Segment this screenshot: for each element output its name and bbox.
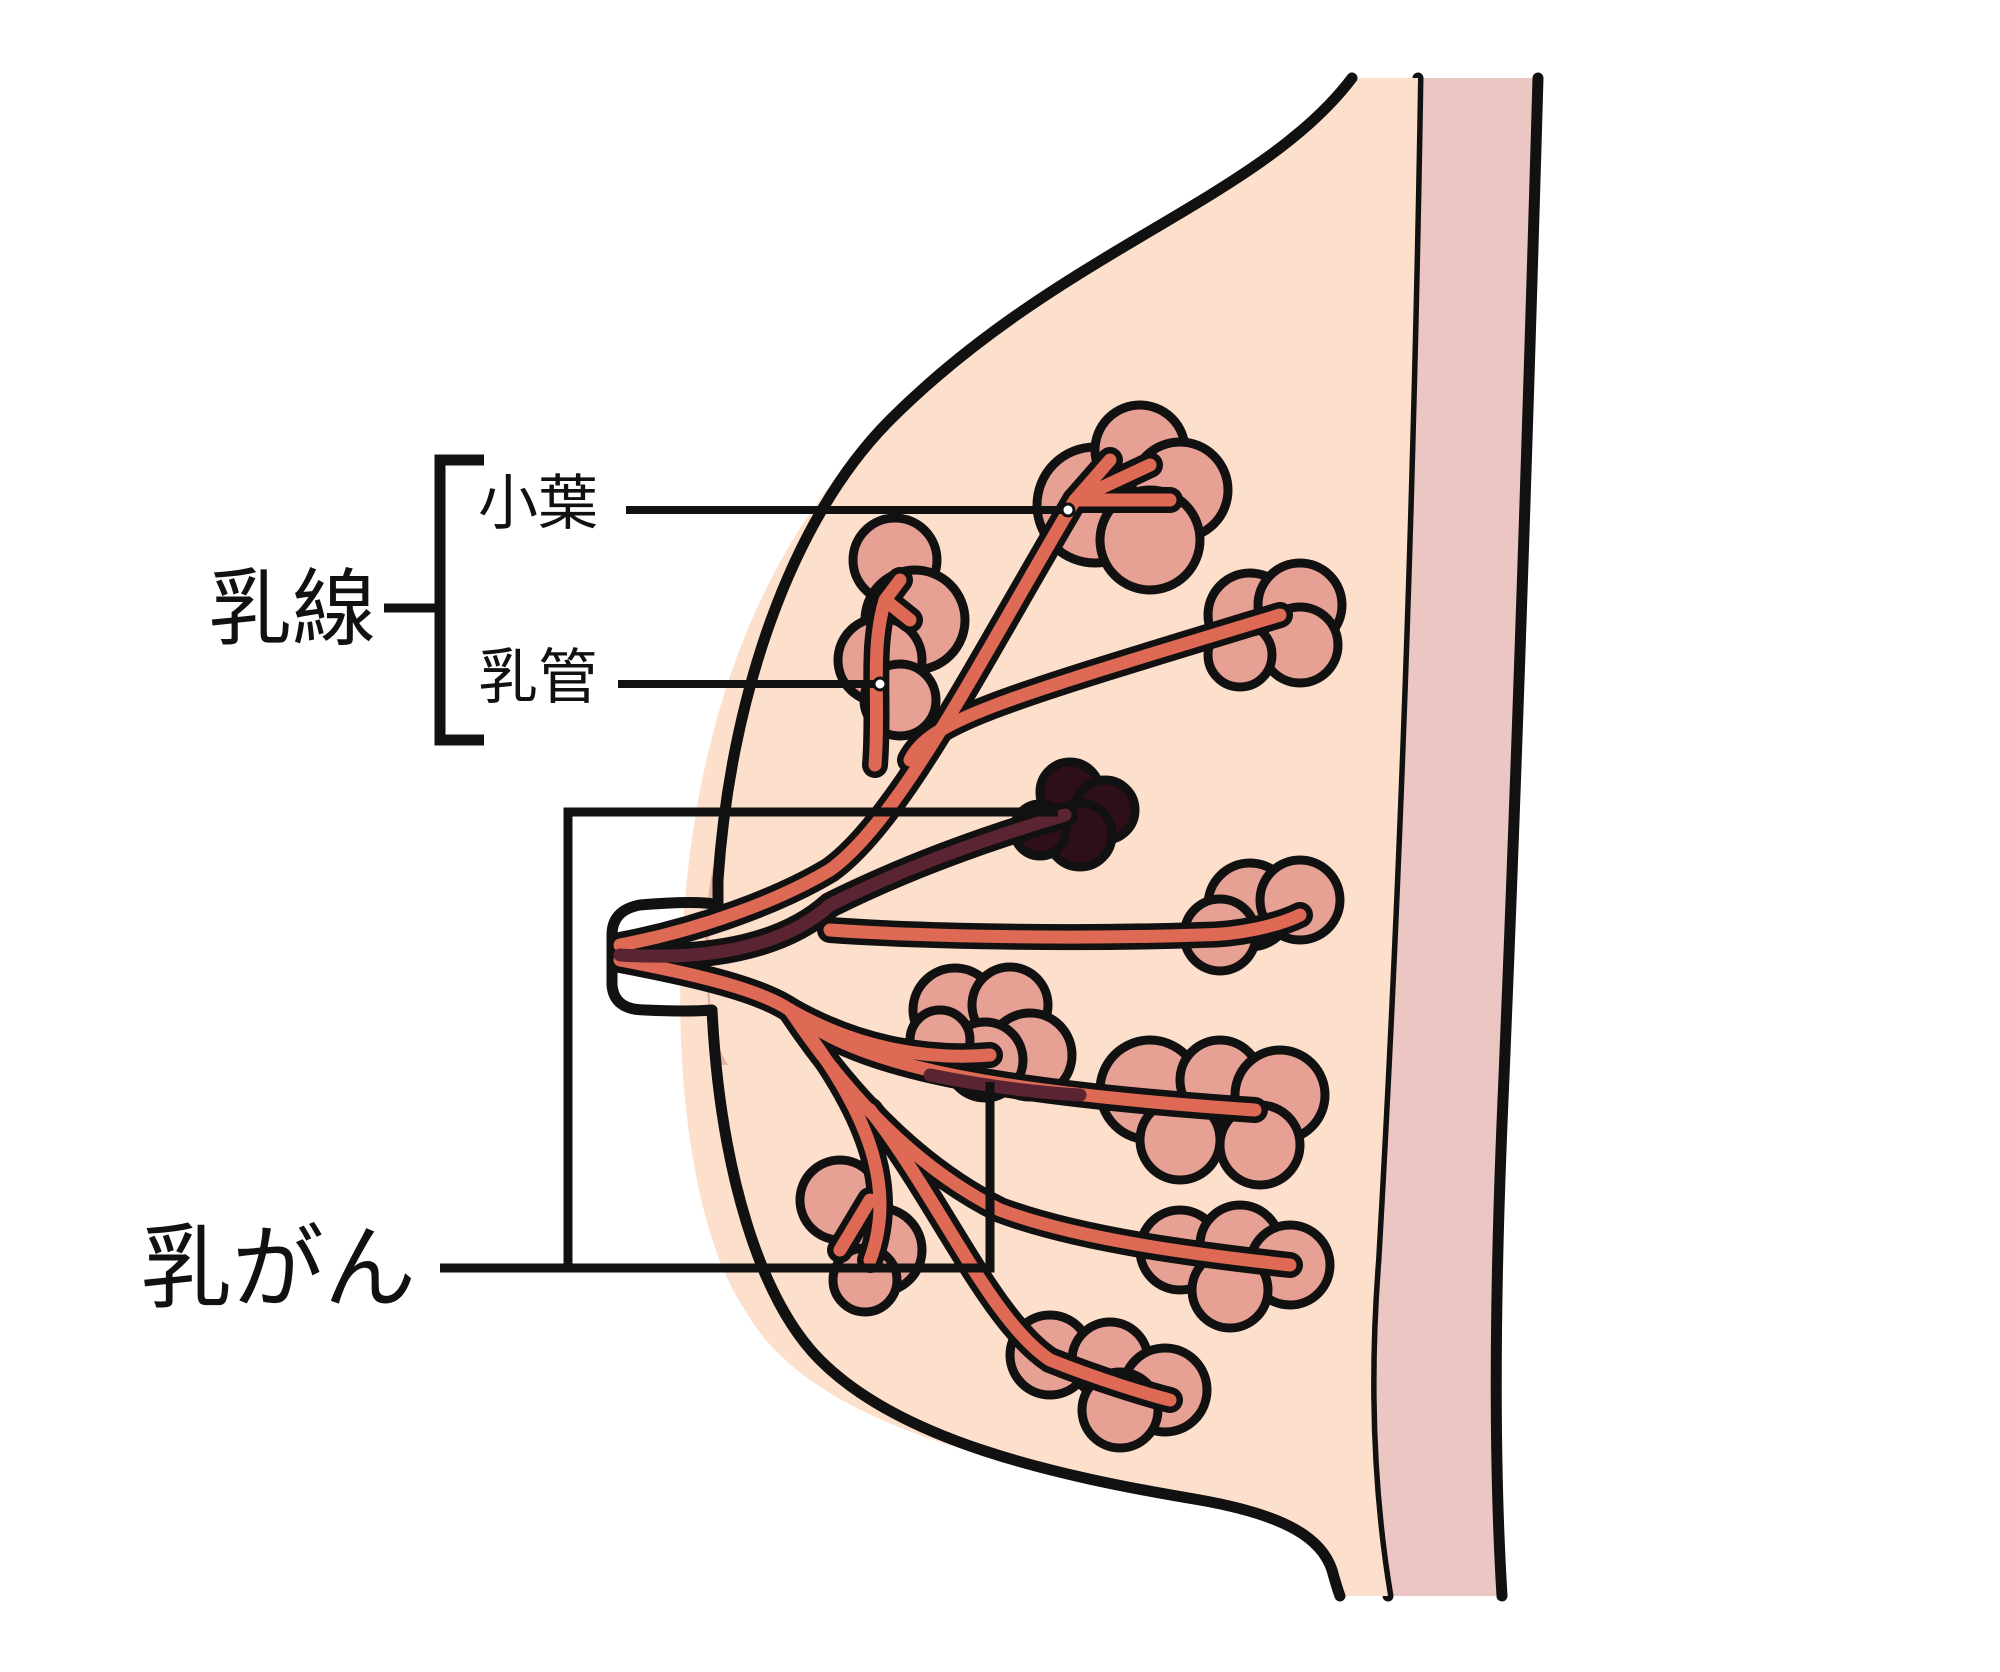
invasive-duct <box>923 1068 1087 1102</box>
leader-duct-dot <box>872 676 888 692</box>
bracket-mammary-gland <box>434 454 484 746</box>
label-duct: 乳管 <box>478 643 598 713</box>
tumor-duct <box>613 808 1072 963</box>
label-breast-cancer: 乳がん <box>140 1215 416 1322</box>
label-lobule: 小葉 <box>478 469 598 539</box>
label-mammary-gland: 乳線 <box>208 560 376 658</box>
chest-wall-line-right <box>1490 72 1544 1602</box>
breast-outline <box>606 72 1358 1602</box>
areola <box>705 835 728 1065</box>
leader-lobule-dot <box>1060 502 1076 518</box>
